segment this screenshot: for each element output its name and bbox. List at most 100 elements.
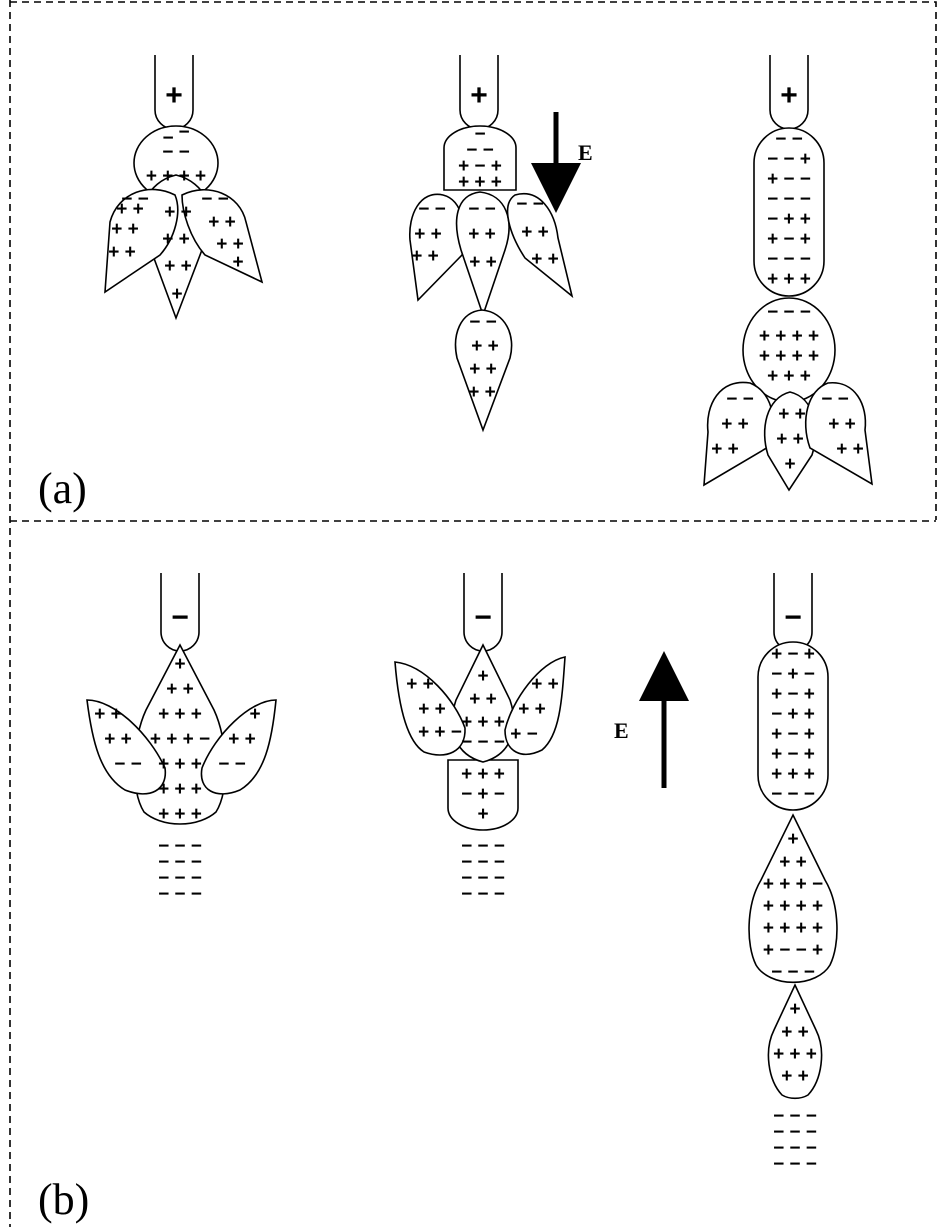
svg-text:+ +: + +: [228, 729, 255, 750]
svg-text:− − −: − − −: [771, 962, 815, 983]
svg-text:+ +: + +: [469, 359, 496, 380]
svg-text:− −: − −: [418, 199, 445, 220]
svg-text:− −: − −: [775, 129, 802, 150]
svg-text:− −: − −: [469, 312, 496, 333]
svg-text:+: +: [477, 804, 488, 825]
panel-b: − ++ ++ + + + + + −+ + + + + ++ + + + ++…: [38, 573, 837, 1224]
streamer-stage-a2: + −− − + − ++ + + − −+ ++ + − −+ ++ + − …: [410, 55, 572, 430]
svg-text:+: +: [789, 999, 800, 1020]
panel-a: + −− − − + + + + + ++ ++ + − − − − + ++ …: [38, 55, 872, 513]
svg-text:− + +: − + +: [771, 704, 815, 725]
svg-text:+ − +: + − +: [771, 724, 815, 745]
electrode-sign: −: [171, 601, 189, 634]
svg-text:+: +: [249, 704, 260, 725]
field-label: E: [578, 140, 593, 165]
svg-text:+ +: + +: [164, 202, 191, 223]
svg-text:+ + + −: + + + −: [763, 874, 823, 895]
panel-a-label: (a): [38, 464, 87, 513]
svg-text:+ + +: + + +: [158, 804, 202, 825]
svg-text:+: +: [174, 654, 185, 675]
svg-text:+ − −: + − −: [767, 169, 811, 190]
svg-text:− − −: − − −: [773, 1154, 817, 1175]
electrode-sign: +: [780, 79, 798, 112]
svg-text:+ +: + +: [411, 246, 438, 267]
svg-text:+ +: + +: [469, 689, 496, 710]
svg-text:− − −: − − −: [771, 784, 815, 805]
svg-text:+ +: + +: [531, 674, 558, 695]
svg-text:+ − +: + − +: [767, 229, 811, 250]
svg-text:+ +: + +: [468, 224, 495, 245]
svg-text:+ + +: + + +: [773, 1044, 817, 1065]
streamer-stage-b3: − + − +− + − + − +− + + + − ++ − + + + +…: [749, 573, 837, 1175]
svg-text:+ +: + +: [164, 256, 191, 277]
svg-text:+: +: [171, 284, 182, 305]
svg-text:− −: − −: [201, 189, 228, 210]
electrode-sign: −: [474, 601, 492, 634]
electrode-sign: +: [165, 79, 183, 112]
svg-text:+ +: + +: [94, 704, 121, 725]
svg-text:+ + + +: + + + +: [146, 166, 206, 187]
svg-text:− −: − −: [726, 389, 753, 410]
svg-text:− − −: − − −: [461, 884, 505, 905]
svg-text:+ +: + +: [836, 439, 863, 460]
svg-text:+ +: + +: [721, 414, 748, 435]
svg-text:− − −: − − −: [158, 884, 202, 905]
svg-text:− −: − −: [114, 754, 141, 775]
svg-text:− − −: − − −: [767, 249, 811, 270]
field-label: E: [614, 718, 629, 743]
streamer-stage-b1: − ++ ++ + + + + + −+ + + + + ++ + + + ++…: [87, 573, 276, 905]
svg-text:+ + + −: + + + −: [150, 729, 210, 750]
svg-text:+ +: + +: [406, 674, 433, 695]
svg-text:− −: − −: [821, 389, 848, 410]
svg-text:+ +: + +: [711, 439, 738, 460]
svg-text:+ + +: + + +: [767, 269, 811, 290]
svg-text:+ +: + +: [781, 1066, 808, 1087]
electrode-sign: +: [470, 79, 488, 112]
svg-text:+ +: + +: [776, 429, 803, 450]
svg-text:+ + +: + + +: [461, 712, 505, 733]
svg-text:− − −: − − −: [461, 732, 505, 753]
svg-text:+ +: + +: [414, 224, 441, 245]
svg-text:+ +: + +: [531, 249, 558, 270]
streamer-stage-a3: + − −− − + + − −− − − − + ++ − + − − −+ …: [704, 55, 872, 490]
svg-text:+: +: [784, 454, 795, 475]
svg-text:+: +: [787, 829, 798, 850]
svg-text:+ − +: + − +: [771, 644, 815, 665]
svg-text:+ − − +: + − − +: [763, 940, 823, 961]
svg-text:− − +: − − +: [767, 149, 811, 170]
svg-text:+ +: + +: [468, 382, 495, 403]
svg-text:− −: − −: [516, 194, 543, 215]
svg-text:+ + +: + + +: [458, 172, 502, 193]
svg-text:− + +: − + +: [767, 209, 811, 230]
svg-text:+ +: + +: [778, 404, 805, 425]
svg-text:+ +: + +: [111, 219, 138, 240]
svg-text:+ +: + +: [828, 414, 855, 435]
svg-text:− −: − −: [162, 142, 189, 163]
svg-text:+ +: + +: [162, 229, 189, 250]
svg-text:+ − +: + − +: [771, 684, 815, 705]
svg-text:+ + +: + + +: [158, 704, 202, 725]
svg-text:+ +: + +: [518, 699, 545, 720]
svg-text:+ +: + +: [781, 1022, 808, 1043]
streamer-stage-b2: − ++ ++ + + − − − + ++ ++ + − + ++ ++ − …: [395, 573, 565, 905]
svg-text:+ + +: + + +: [158, 779, 202, 800]
svg-text:+ −: + −: [510, 724, 537, 745]
svg-text:− −: − −: [468, 199, 495, 220]
svg-text:+ + +: + + +: [767, 366, 811, 387]
svg-text:+ +: + +: [521, 222, 548, 243]
svg-text:+ +: + +: [208, 212, 235, 233]
electrode-sign: −: [784, 601, 802, 634]
svg-text:− − −: − − −: [767, 189, 811, 210]
svg-text:− −: − −: [121, 189, 148, 210]
svg-text:− −: − −: [218, 754, 245, 775]
svg-text:− + −: − + −: [771, 664, 815, 685]
svg-text:+: +: [477, 666, 488, 687]
svg-text:+ + + +: + + + +: [763, 918, 823, 939]
svg-text:+ + + +: + + + +: [763, 896, 823, 917]
svg-text:+ +: + +: [779, 852, 806, 873]
svg-text:+ +: + +: [469, 252, 496, 273]
svg-text:+ + + +: + + + +: [759, 346, 819, 367]
svg-text:+ − +: + − +: [771, 744, 815, 765]
streamer-stage-a1: + −− − − + + + + + ++ ++ + − − − − + ++ …: [105, 55, 262, 318]
